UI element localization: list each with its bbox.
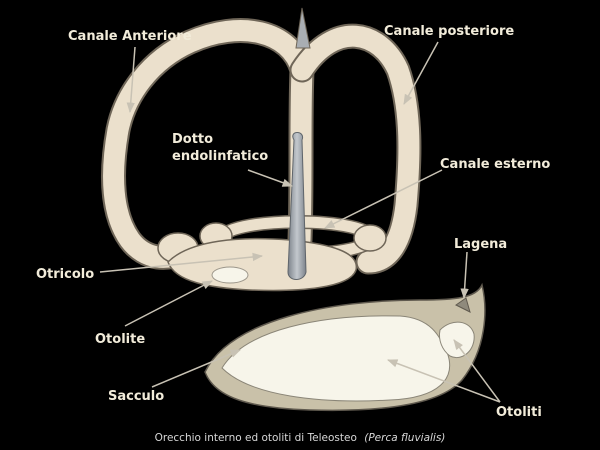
labels: Canale Anteriore Canale posteriore Dotto… [36,24,550,420]
figure-caption: Orecchio interno ed otoliti di Teleosteo… [155,432,446,444]
label-canale-anteriore: Canale Anteriore [68,29,192,44]
lagena-tip [455,297,471,313]
caption-species: (Perca fluvialis) [364,432,445,444]
label-dotto-line1: Dotto [172,132,213,147]
utricle [167,237,357,292]
anterior-canal [103,20,313,268]
label-otricolo: Otricolo [36,267,94,282]
label-canale-esterno: Canale esterno [440,157,550,172]
endolymphatic-duct [287,132,307,280]
leader-lines [99,41,501,403]
label-dotto-line2: endolinfatico [172,149,268,164]
utricular-otolith [211,266,249,284]
label-otoliti: Otoliti [496,405,542,420]
caption-main: Orecchio interno ed otoliti di Teleosteo [155,432,357,444]
canal-crest [295,7,311,49]
label-sacculo: Sacculo [108,389,164,404]
label-canale-posteriore: Canale posteriore [384,24,514,39]
label-otolite: Otolite [95,332,145,347]
label-lagena: Lagena [454,237,507,252]
posterior-canal [291,25,420,273]
